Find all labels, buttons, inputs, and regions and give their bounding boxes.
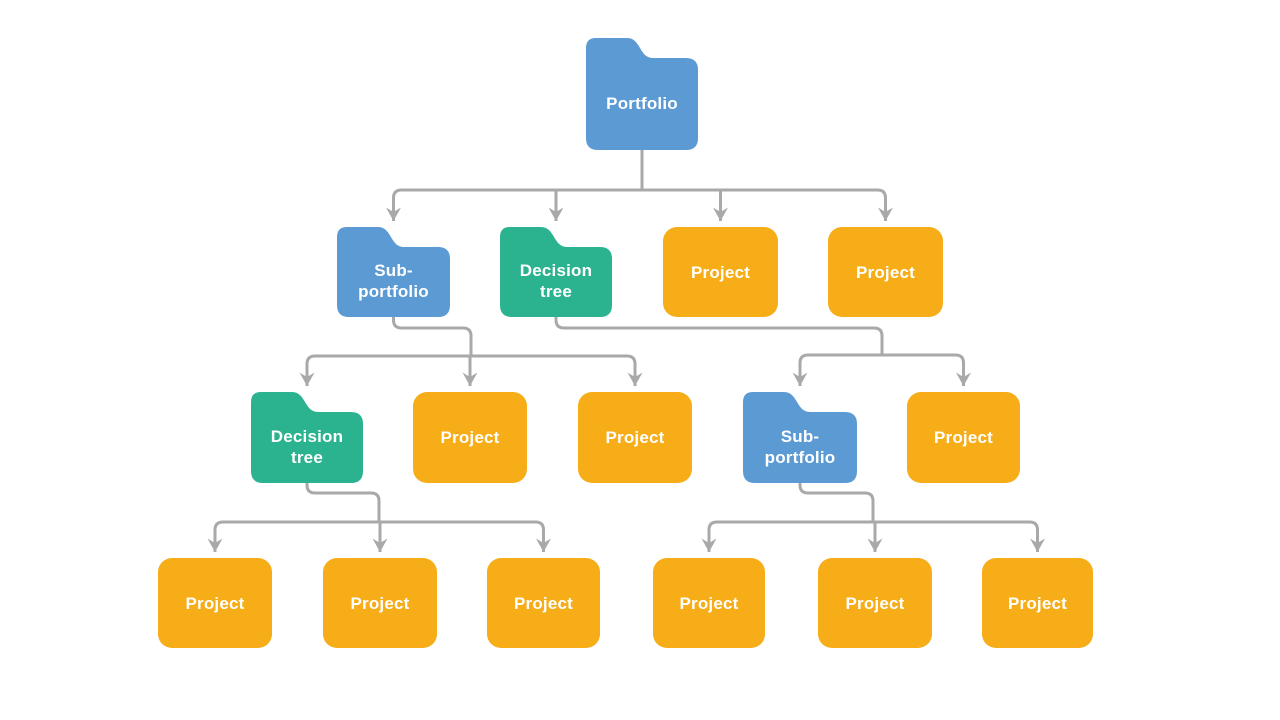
connector-line (701, 520, 1045, 552)
node-project-d[interactable]: Project (578, 392, 692, 483)
node-label: Project (1007, 593, 1068, 613)
connector-line (305, 483, 381, 522)
folder-shape (743, 392, 857, 483)
node-label: Project (440, 428, 500, 447)
node-label: Portfolio (606, 93, 678, 113)
node-project-f[interactable]: Project (158, 558, 272, 648)
connector-line (798, 483, 875, 522)
node-label: Project (690, 262, 751, 282)
connector-line (792, 353, 971, 386)
node-sub-portfolio-1[interactable]: Sub-portfolio (337, 227, 450, 317)
node-label: Project (185, 593, 245, 613)
node-project-g[interactable]: Project (323, 558, 437, 648)
node-project-e[interactable]: Project (907, 392, 1020, 483)
folder-shape (251, 392, 363, 483)
node-label: Project (513, 593, 574, 613)
node-portfolio[interactable]: Portfolio (586, 38, 698, 150)
connector-line (386, 188, 893, 221)
node-project-i[interactable]: Project (653, 558, 765, 648)
node-sub-portfolio-2[interactable]: Sub-portfolio (743, 392, 857, 483)
node-label: Project (845, 593, 905, 613)
folder-shape (337, 227, 450, 317)
node-project-j[interactable]: Project (818, 558, 932, 648)
node-label: Project (605, 428, 665, 447)
folder-shape (586, 38, 698, 150)
node-project-b[interactable]: Project (828, 227, 943, 317)
node-project-h[interactable]: Project (487, 558, 600, 648)
node-project-c[interactable]: Project (413, 392, 527, 483)
node-project-a[interactable]: Project (663, 227, 778, 317)
node-label: Project (855, 262, 916, 282)
node-project-k[interactable]: Project (982, 558, 1093, 648)
connector-line (299, 354, 643, 386)
node-label: Sub-portfolio (358, 261, 429, 301)
node-label: Project (679, 593, 739, 613)
node-label: Sub-portfolio (764, 426, 836, 467)
connector-line (554, 317, 884, 355)
node-label: Project (350, 593, 410, 613)
folder-shape (500, 227, 612, 317)
connector-line (207, 520, 551, 552)
connector-line (392, 317, 473, 356)
node-label: Project (933, 428, 994, 447)
